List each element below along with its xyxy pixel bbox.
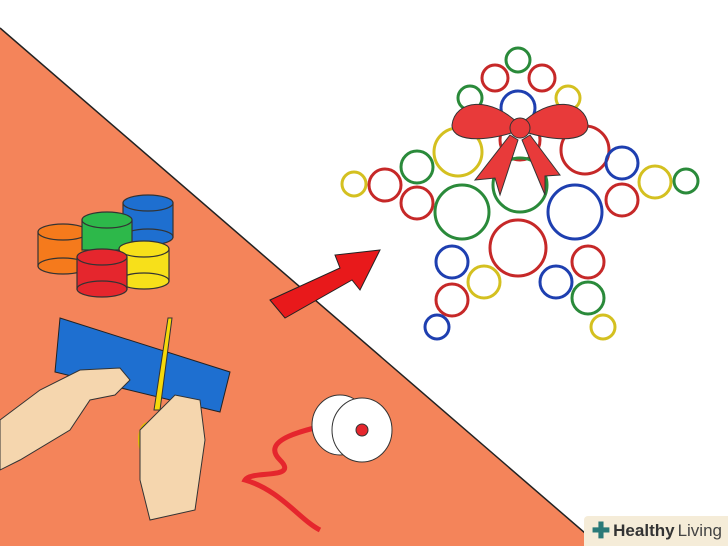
paper-ring <box>570 280 606 316</box>
paper-ring <box>491 156 549 214</box>
paper-rolls <box>37 194 174 298</box>
paper-ring <box>423 313 451 341</box>
plus-leaf-logo-icon: ✚ <box>591 518 611 543</box>
paper-ring <box>480 63 510 93</box>
ribbon-roll <box>241 394 393 533</box>
paper-ring <box>434 244 470 280</box>
paper-ring <box>399 149 435 185</box>
paper-ring <box>604 145 640 181</box>
healthy-living-watermark: ✚ Healthy Living <box>583 516 728 546</box>
arrow-icon <box>269 249 381 319</box>
paper-ring <box>672 167 700 195</box>
paper-ring <box>340 170 368 198</box>
watermark-brand-bold: Healthy <box>613 521 675 540</box>
paper-ring <box>538 264 574 300</box>
watermark-brand-light: Living <box>677 521 722 540</box>
paper-ring <box>488 218 548 278</box>
paper-ring <box>546 183 604 241</box>
paper-ring <box>434 282 470 318</box>
paper-ring <box>527 63 557 93</box>
paper-ring <box>466 264 502 300</box>
paper-ring <box>367 167 403 203</box>
paper-ring <box>504 46 532 74</box>
paper-ring <box>604 182 640 218</box>
paper-ring <box>570 244 606 280</box>
paper-ring <box>433 183 491 241</box>
hands <box>0 367 206 521</box>
paper-ring <box>637 164 673 200</box>
ring-star-wreath <box>340 46 700 341</box>
paper-ring <box>589 313 617 341</box>
red-bow <box>451 103 589 197</box>
blue-paper-strip <box>54 317 231 413</box>
paper-ring <box>399 185 435 221</box>
